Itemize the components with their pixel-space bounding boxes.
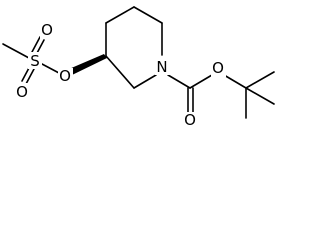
chemical-structure: S O O O N O O — [2, 6, 275, 129]
oxygen-label: O — [16, 83, 28, 101]
bond-c2-c3 — [105, 55, 135, 89]
oxygen-label: O — [212, 59, 224, 77]
atom-ring-nitrogen: N — [155, 58, 170, 76]
bond-nitrogen-c2 — [133, 74, 157, 89]
atom-carbamate-oxygen: O — [211, 59, 226, 77]
oxygen-label: O — [184, 111, 196, 129]
bond-sulfur-oxygen-top-a — [31, 36, 41, 53]
bond-c4-c5 — [105, 6, 135, 24]
bond-quaternary-methyl-right — [245, 87, 275, 105]
bond-c5-c6 — [133, 6, 163, 24]
atom-sulfur: S — [28, 52, 42, 70]
nitrogen-label: N — [156, 58, 167, 76]
bond-sulfur-ester-oxygen — [41, 63, 60, 74]
oxygen-label: O — [41, 21, 53, 39]
atom-carbonyl-oxygen: O — [183, 111, 198, 129]
bond-carbonyl-ester-oxygen — [189, 74, 213, 89]
atom-sulfonyl-oxygen-bottom: O — [15, 83, 30, 101]
bond-methyl-sulfur — [2, 43, 30, 59]
atom-ester-oxygen: O — [58, 67, 73, 85]
oxygen-label: O — [59, 67, 71, 85]
bond-nitrogen-carbonyl — [167, 74, 191, 89]
sulfur-label: S — [30, 52, 40, 70]
atom-sulfonyl-oxygen-top: O — [40, 21, 55, 39]
bond-quaternary-methyl-top — [245, 71, 275, 89]
wedge-bond-c3-oxygen — [69, 54, 107, 75]
bond-ester-oxygen-quaternary — [223, 74, 247, 89]
bond-sulfur-oxygen-bottom-b — [25, 68, 35, 85]
